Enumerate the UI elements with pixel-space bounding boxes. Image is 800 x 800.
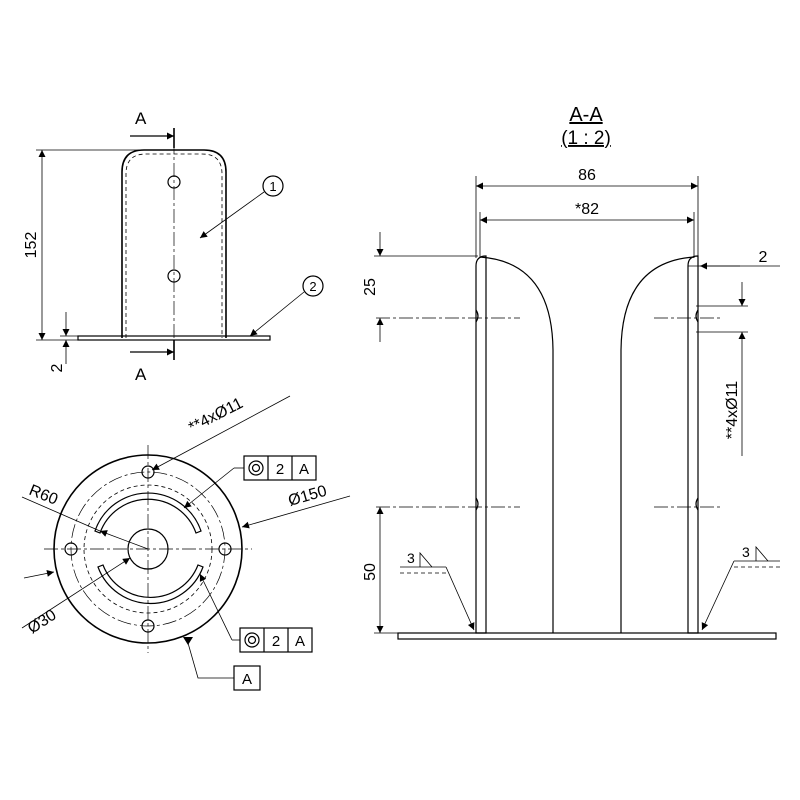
front-view: A A 152 2 1 2 xyxy=(23,109,324,384)
dim-wall-label: 2 xyxy=(759,249,768,266)
section-view: A-A (1 : 2) 86 *82 2 xyxy=(362,104,780,640)
bolt-hole-bottom xyxy=(141,619,155,633)
section-mark-bottom: A xyxy=(135,365,147,384)
balloon-2 xyxy=(302,275,324,297)
front-hole-upper xyxy=(167,175,181,189)
fcf-top-datum: A xyxy=(299,461,309,478)
section-base-plate xyxy=(397,632,777,640)
bolt-hole-top xyxy=(141,465,155,479)
radius-leader xyxy=(21,496,101,532)
balloon-2-label: 2 xyxy=(309,279,316,294)
datum-triangle xyxy=(183,637,193,645)
section-holes-note: **4xØ11 xyxy=(724,381,741,440)
section-mark-top: A xyxy=(135,109,147,128)
dim-height-label: 152 xyxy=(23,232,40,259)
shell-upper xyxy=(94,492,202,534)
dim-outer-diameter-label: Ø150 xyxy=(286,483,328,510)
weld-right-size: 3 xyxy=(742,544,750,560)
datum-label: A xyxy=(242,671,252,688)
plate-diameter-arrow xyxy=(23,569,55,579)
balloon-1-leader xyxy=(199,191,265,239)
weld-left-size: 3 xyxy=(407,550,415,566)
hole-notch-right-lower xyxy=(695,497,699,511)
dim-plate-label: 2 xyxy=(49,363,66,372)
plan-holes-note: **4xØ11 xyxy=(186,395,246,437)
right-shell-curve xyxy=(620,256,695,633)
balloon-1-label: 1 xyxy=(269,179,276,194)
section-title: A-A xyxy=(569,104,603,126)
left-wall xyxy=(475,255,487,634)
left-shell-curve xyxy=(479,256,554,633)
datum-leader xyxy=(187,642,234,679)
fcf-top: 2 A xyxy=(243,455,317,481)
inner-diameter-leader xyxy=(21,557,131,629)
fcf-top-value: 2 xyxy=(276,461,284,478)
dim-inner-diameter-label: Ø30 xyxy=(25,607,60,638)
dim-top-label: 25 xyxy=(362,278,379,296)
hole-notch-left-lower xyxy=(475,497,479,511)
fcf-top-leader-b xyxy=(183,467,235,509)
concentricity-icon xyxy=(248,460,264,476)
balloon-1 xyxy=(262,175,284,197)
bolt-hole-left xyxy=(64,542,78,556)
fcf-bottom-leader-b xyxy=(199,573,233,641)
weld-symbol-left: 3 xyxy=(400,550,475,631)
dim-outer-width-label: 86 xyxy=(578,167,596,184)
plan-holes-leader xyxy=(151,395,291,471)
hole-notch-left-upper xyxy=(475,309,479,323)
dim-bottom-label: 50 xyxy=(362,563,379,581)
dim-radius-label: R60 xyxy=(27,482,61,509)
section-scale: (1 : 2) xyxy=(561,128,611,149)
fcf-bottom: 2 A xyxy=(239,627,313,653)
hole-notch-right-upper xyxy=(695,309,699,323)
outer-diameter-leader xyxy=(241,495,351,529)
shell-lower xyxy=(97,564,204,605)
dim-inner-width-label: *82 xyxy=(575,201,599,218)
concentricity-icon xyxy=(244,632,260,648)
datum-box xyxy=(233,665,261,691)
weld-symbol-right: 3 xyxy=(701,544,780,631)
radius-dim-line xyxy=(99,530,149,550)
balloon-2-leader xyxy=(249,291,305,337)
fcf-bottom-datum: A xyxy=(295,633,305,650)
plan-view: **4xØ11 R60 Ø150 Ø30 2 A xyxy=(21,395,351,691)
bolt-hole-right xyxy=(218,542,232,556)
fcf-bottom-value: 2 xyxy=(272,633,280,650)
front-hole-lower xyxy=(167,269,181,283)
